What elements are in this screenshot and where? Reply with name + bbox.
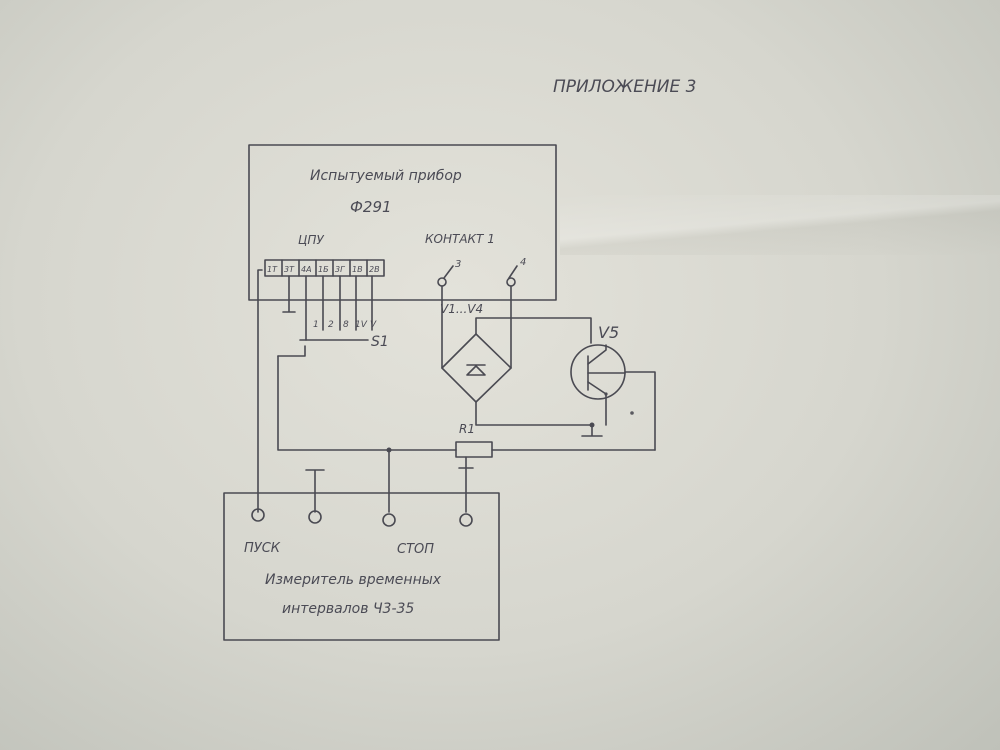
contact-terminals: 3 4 — [437, 257, 526, 287]
contact-pin-3: 3 — [455, 259, 461, 270]
timer-model: интервалов Ч3-35 — [282, 601, 414, 617]
terminal-pin-5: 3Г — [335, 265, 345, 274]
start-label: ПУСК — [244, 541, 281, 556]
device-title: Испытуемый прибор — [310, 168, 462, 184]
transistor-label: V5 — [598, 323, 619, 342]
timer-terminal-4 — [459, 513, 473, 527]
resistor-label: R1 — [459, 422, 475, 436]
terminal-pin-2: 3Т — [284, 265, 295, 274]
device-model: Ф291 — [350, 198, 392, 216]
cpu-label: ЦПУ — [298, 233, 324, 247]
timer-terminal-2 — [308, 510, 322, 524]
terminal-pin-3: 4А — [301, 265, 312, 274]
lead-mark-3: 8 — [343, 320, 349, 330]
transistor-v5: V5 — [570, 323, 656, 451]
ink-dot — [630, 411, 634, 415]
appendix-title: ПРИЛОЖЕНИЕ 3 — [553, 77, 696, 97]
lead-mark-5: V — [370, 320, 377, 330]
switch-label: S1 — [371, 334, 389, 350]
diode-bridge: V1...V4 — [440, 285, 593, 426]
timer-terminal-1 — [251, 508, 265, 522]
terminal-leads: 1 2 8 1V V — [257, 269, 377, 513]
terminal-pin-6: 1В — [352, 265, 363, 274]
paper-fold — [560, 195, 1000, 255]
contact-4-terminal — [506, 277, 516, 287]
terminal-pin-7: 2В — [369, 265, 380, 274]
device-box — [248, 144, 557, 301]
stop-lead — [305, 469, 325, 513]
lead-mark-2: 2 — [328, 320, 334, 330]
terminal-pin-1: 1Т — [267, 265, 278, 274]
lead-mark-1: 1 — [313, 320, 319, 330]
lead-mark-4: 1V — [355, 320, 368, 330]
terminal-pin-4: 1Б — [318, 265, 329, 274]
stop-label: СТОП — [397, 542, 434, 557]
resistor-r1: R1 — [277, 355, 656, 513]
timer-title: Измеритель временных — [265, 572, 442, 588]
timer-terminal-3 — [382, 513, 396, 527]
bridge-label: V1...V4 — [440, 302, 483, 316]
contact-pin-4: 4 — [520, 257, 526, 268]
switch-s1: S1 — [277, 334, 389, 357]
contact-label: КОНТАКТ 1 — [425, 232, 495, 246]
contact-3-terminal — [437, 277, 447, 287]
timer-box — [223, 492, 500, 641]
terminal-block: 1Т 3Т 4А 1Б 3Г 1В 2В — [264, 259, 385, 277]
ground-symbol — [581, 422, 603, 437]
timer-terminals — [251, 508, 473, 527]
